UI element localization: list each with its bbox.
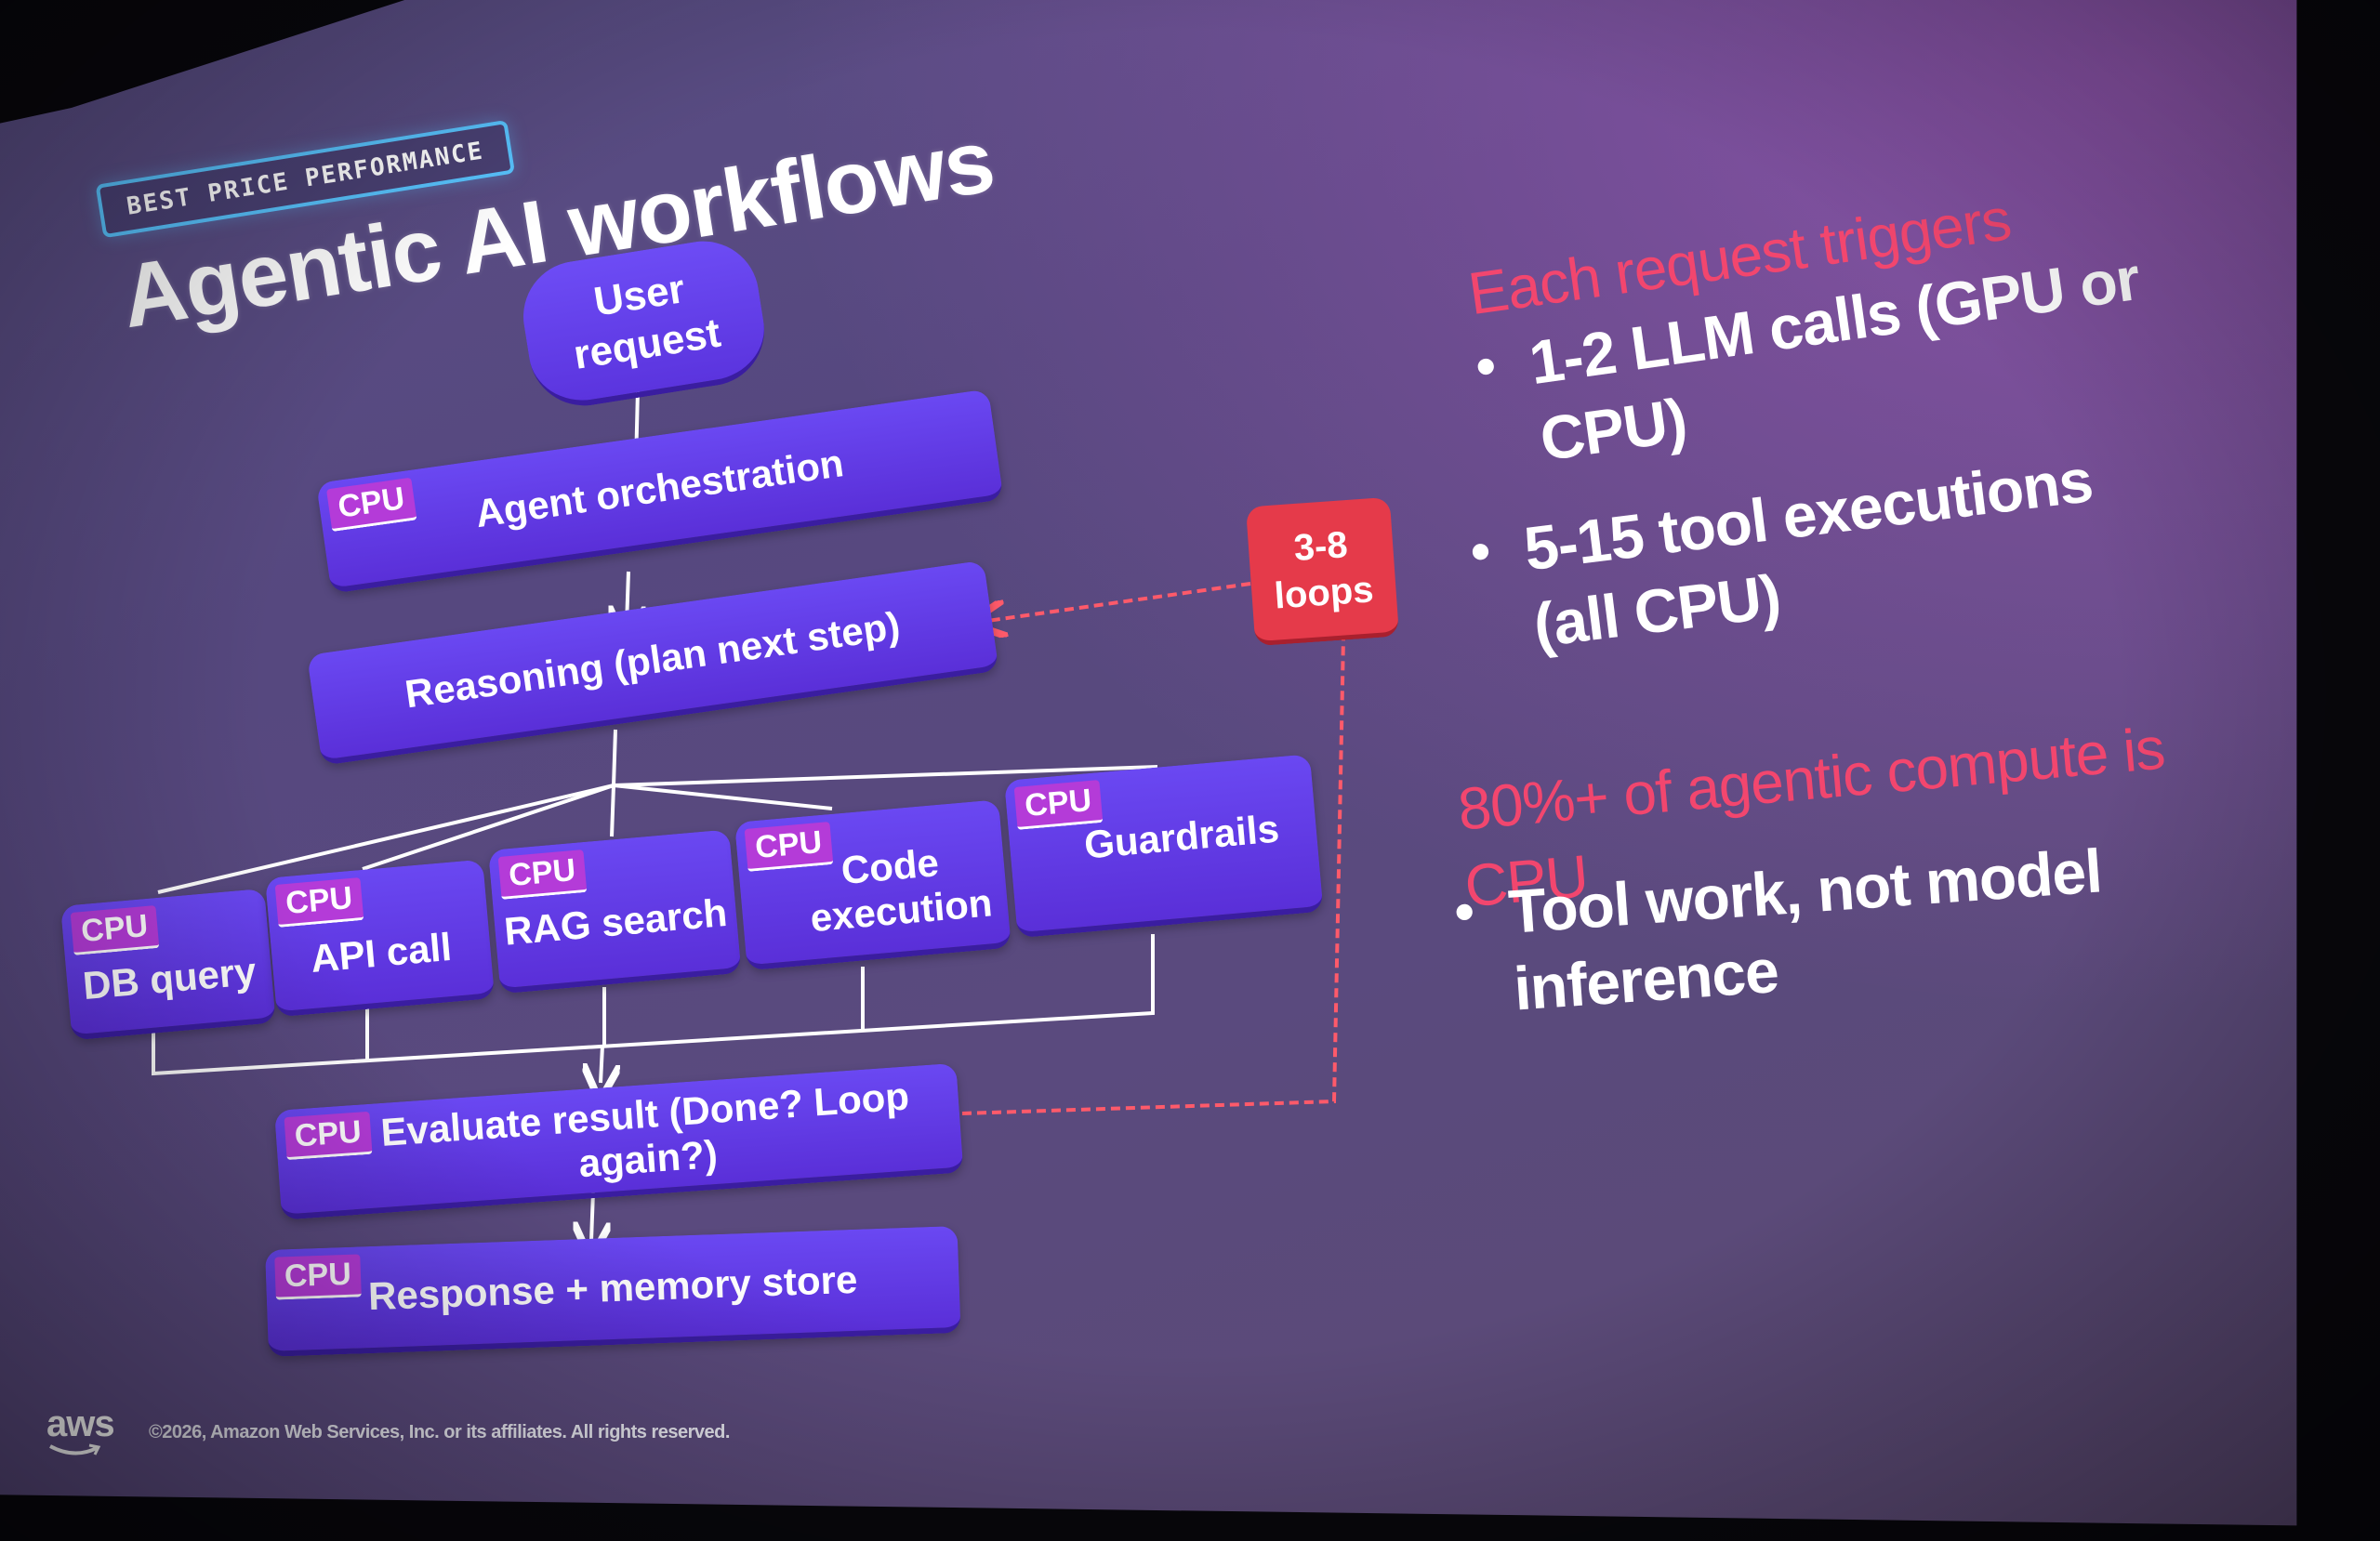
line-fan-db: [157, 784, 615, 894]
copyright-text: ©2026, Amazon Web Services, Inc. or its …: [149, 1422, 730, 1442]
node-label: Guardrails: [1082, 806, 1281, 867]
cpu-tag: CPU: [274, 1254, 362, 1300]
cpu-tag: CPU: [326, 477, 417, 533]
cpu-tag: CPU: [497, 850, 588, 900]
line-fan-rag: [610, 784, 615, 837]
node-label: Evaluate result (Done? Loop again?): [379, 1073, 911, 1186]
cpu-tag: CPU: [1013, 780, 1104, 830]
node-evaluate-result: CPU Evaluate result (Done? Loop again?): [274, 1062, 964, 1220]
node-label: Agent orchestration: [472, 440, 847, 536]
node-agent-orchestration: CPU Agent orchestration: [316, 389, 1004, 594]
arrow-evaluate-to-response: [591, 1191, 593, 1241]
cpu-tag: CPU: [284, 1111, 373, 1161]
node-tool-db-query: CPU DB query: [60, 888, 276, 1041]
node-label: Response + memory store: [367, 1258, 858, 1319]
aws-smile-icon: [49, 1443, 101, 1455]
node-tool-guardrails: CPU Guardrails: [1004, 754, 1324, 939]
cpu-tag: CPU: [744, 822, 834, 872]
cpu-tag: CPU: [70, 905, 160, 955]
node-label: API call: [309, 924, 454, 981]
node-response-memory: CPU Response + memory store: [265, 1225, 961, 1357]
node-label: Reasoning (plan next step): [402, 603, 903, 717]
cpu-tag: CPU: [274, 877, 364, 928]
line-fan-guardrails: [613, 765, 1158, 787]
line-fan-code: [613, 784, 833, 810]
line-fan-api: [362, 784, 615, 871]
aws-logo: aws: [46, 1403, 115, 1444]
node-tool-rag-search: CPU RAG search: [488, 829, 742, 994]
node-user-request: User request: [515, 233, 773, 414]
bullet-tool-executions: 5-15 tool executions (all CPU): [1520, 441, 2110, 663]
line-reasoning-down: [612, 729, 617, 786]
footer: aws ©2026, Amazon Web Services, Inc. or …: [46, 1403, 790, 1469]
node-label: RAG search: [502, 890, 730, 955]
node-tool-code-execution: CPU Code execution: [734, 799, 1012, 971]
node-label: DB query: [81, 949, 258, 1008]
line-tools-collect: [152, 934, 1155, 1076]
node-tool-api-call: CPU API call: [265, 859, 496, 1018]
arrow-tools-to-evaluate: [601, 1045, 602, 1083]
node-reasoning: Reasoning (plan next step): [307, 560, 999, 766]
loops-badge: 3-8 loops: [1245, 496, 1400, 647]
loop-back-line: [961, 636, 1345, 1115]
right-panel: Each request triggers 1-2 LLM calls (GPU…: [1450, 185, 2194, 1097]
